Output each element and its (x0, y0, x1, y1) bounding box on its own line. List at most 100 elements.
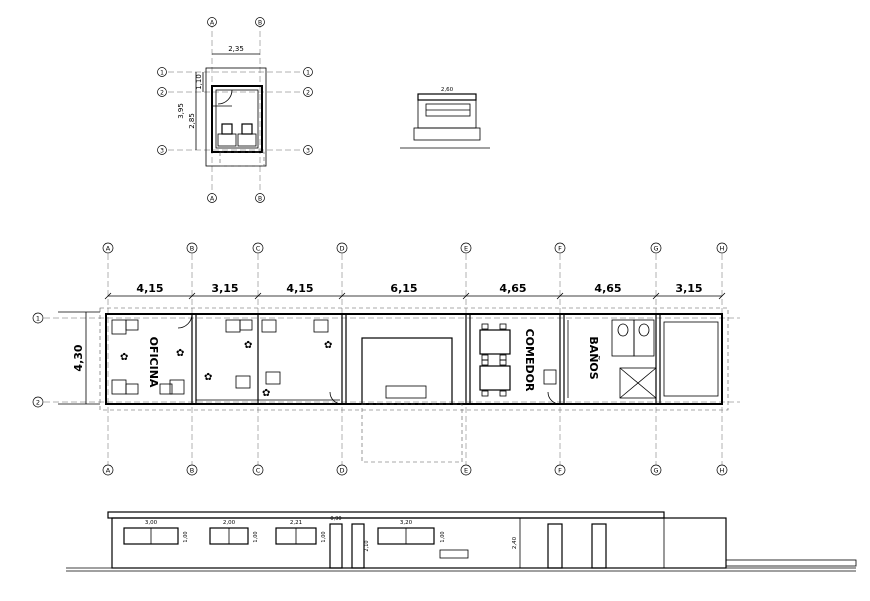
plan-width-dim-2: 3,15 (211, 282, 238, 295)
site-axis-1-left: 1 (157, 67, 167, 77)
elevation-window-1: 3,00 1,00 (123, 520, 189, 545)
elevation-door-height: 2,10 (364, 540, 370, 551)
svg-text:3: 3 (306, 148, 310, 155)
site-axis-2-left: 2 (157, 87, 167, 97)
plan-axis-2: 2 (32, 396, 44, 408)
svg-text:1,00: 1,00 (321, 531, 327, 542)
svg-text:3,20: 3,20 (400, 520, 413, 526)
svg-text:3: 3 (160, 148, 164, 155)
svg-text:1,00: 1,00 (440, 531, 446, 542)
svg-text:3,00: 3,00 (145, 520, 158, 526)
dining-furniture (479, 323, 557, 397)
plan-axis-c-top: C (252, 242, 264, 254)
svg-text:1: 1 (306, 70, 310, 77)
svg-text:✿: ✿ (176, 348, 184, 359)
site-top-depth-dim: 1,10 (195, 74, 203, 90)
svg-text:G: G (653, 467, 658, 475)
plan-width-dim-6: 4,65 (594, 282, 621, 295)
plan-axis-b-top: B (186, 242, 198, 254)
plan-axis-g-top: G (650, 242, 662, 254)
plan-axis-g-bottom: G (650, 464, 662, 476)
plan-axis-f-top: F (554, 242, 566, 254)
site-width-dim: 2,35 (228, 45, 244, 53)
office-furniture: ✿ ✿ ✿ ✿ ✿ ✿ (111, 319, 340, 401)
elevation-window-2: 2,00 1,00 (209, 520, 259, 545)
svg-text:C: C (256, 467, 261, 475)
svg-text:2,21: 2,21 (290, 520, 302, 526)
svg-text:E: E (464, 467, 468, 475)
svg-text:2,00: 2,00 (223, 520, 236, 526)
svg-text:2: 2 (160, 90, 164, 97)
site-axis-b-bottom: B (255, 193, 265, 203)
plan-width-dim-4: 6,15 (390, 282, 417, 295)
svg-text:G: G (653, 245, 658, 253)
elevation-door-3 (547, 523, 563, 569)
svg-text:1,00: 1,00 (183, 531, 189, 542)
svg-text:C: C (256, 245, 261, 253)
elevation-wall-height: 2,40 (512, 536, 518, 549)
svg-text:✿: ✿ (262, 388, 270, 399)
svg-text:✿: ✿ (244, 340, 252, 351)
site-plan: A B A B 1 2 3 1 (157, 17, 313, 203)
svg-text:D: D (339, 467, 344, 475)
elevation-window-3: 2,21 1,00 (275, 520, 327, 545)
plan-axis-a-bottom: A (102, 464, 114, 476)
small-elevation-width-dim: 2,60 (441, 87, 454, 93)
svg-text:1,00: 1,00 (253, 531, 259, 542)
room-label-banos: BAÑOS (587, 336, 600, 379)
svg-text:2: 2 (306, 90, 310, 97)
svg-text:A: A (210, 196, 215, 203)
plan-axis-b-bottom: B (186, 464, 198, 476)
plan-axis-e-top: E (460, 242, 472, 254)
small-elevation: 2,60 (400, 87, 490, 149)
room-label-oficina: OFICINA (147, 337, 160, 388)
elevation-door-2 (351, 523, 365, 569)
elevation-door-1: 0,90 (329, 516, 343, 569)
svg-text:A: A (106, 467, 111, 475)
svg-text:0,90: 0,90 (330, 516, 341, 522)
svg-text:1: 1 (160, 70, 164, 77)
plan-width-dim-3: 4,15 (286, 282, 313, 295)
svg-text:D: D (339, 245, 344, 253)
plan-axis-h-top: H (716, 242, 728, 254)
plan-width-dim-7: 3,15 (675, 282, 702, 295)
svg-text:A: A (106, 245, 111, 253)
plan-axis-d-bottom: D (336, 464, 348, 476)
svg-text:✿: ✿ (324, 340, 332, 351)
site-axis-2-right: 2 (303, 87, 313, 97)
plan-axis-d-top: D (336, 242, 348, 254)
site-axis-a-bottom: A (207, 193, 217, 203)
svg-text:✿: ✿ (120, 352, 128, 363)
svg-text:2: 2 (36, 399, 40, 407)
svg-text:H: H (720, 467, 725, 475)
svg-text:B: B (190, 467, 194, 475)
svg-text:A: A (210, 20, 215, 27)
svg-text:✿: ✿ (204, 372, 212, 383)
plan-axis-1: 1 (32, 312, 44, 324)
svg-text:B: B (258, 196, 262, 203)
svg-text:F: F (558, 467, 562, 475)
svg-text:E: E (464, 245, 468, 253)
svg-text:F: F (558, 245, 562, 253)
plan-width-dim-5: 4,65 (499, 282, 526, 295)
site-total-depth-dim: 3,95 (177, 103, 185, 119)
svg-text:B: B (190, 245, 194, 253)
bathroom-fixtures (567, 319, 657, 399)
floor-plan: 1 2 A B C D E F G H A B C D E F G H 4,15 3,15 4,15 6,15 4,… (32, 242, 740, 476)
svg-text:1: 1 (36, 315, 40, 323)
site-axis-b-top: B (255, 17, 265, 27)
site-lower-depth-dim: 2,85 (188, 113, 196, 129)
plan-depth-dim: 4,30 (72, 344, 85, 371)
site-axis-3-right: 3 (303, 145, 313, 155)
plan-width-dim-1: 4,15 (136, 282, 163, 295)
elevation-window-4: 3,20 1,00 (377, 520, 446, 545)
svg-text:H: H (720, 245, 725, 253)
room-label-comedor: COMEDOR (523, 329, 536, 392)
site-axis-a-top: A (207, 17, 217, 27)
plan-axis-e-bottom: E (460, 464, 472, 476)
svg-text:B: B (258, 20, 262, 27)
plan-axis-h-bottom: H (716, 464, 728, 476)
front-elevation: 3,00 1,00 2,00 1,00 2,21 1,00 3,20 1,00 … (66, 511, 857, 572)
plan-axis-a-top: A (102, 242, 114, 254)
